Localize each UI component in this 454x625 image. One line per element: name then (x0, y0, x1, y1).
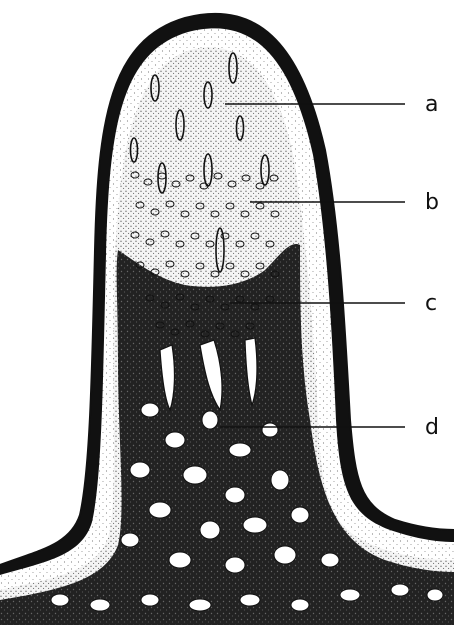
label-d: d (425, 415, 439, 440)
label-a: a (425, 92, 438, 117)
label-c: c (425, 291, 437, 316)
label-b: b (425, 190, 439, 215)
